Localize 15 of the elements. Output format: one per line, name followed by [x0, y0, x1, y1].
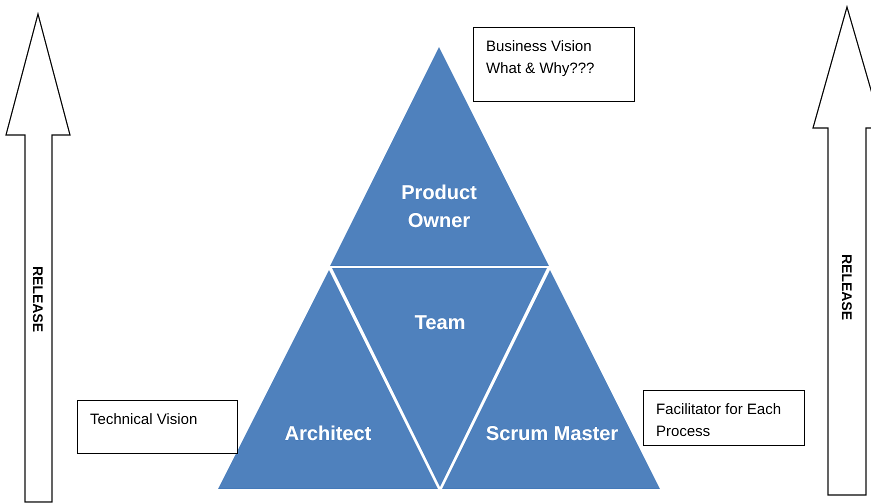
callout-text: Technical Vision	[90, 410, 198, 430]
callout-box	[643, 390, 805, 446]
role-label: Scrum Master	[484, 422, 620, 447]
role-label: Product Owner	[400, 181, 478, 234]
arrow-label: RELEASE	[839, 254, 856, 320]
callout-text: What & Why???	[486, 59, 596, 79]
hollow-arrow	[812, 7, 871, 495]
role-label: Team	[414, 311, 466, 336]
callout-box	[77, 400, 238, 454]
callout-text: Facilitator for Each Process	[656, 400, 782, 442]
hollow-arrow	[5, 14, 70, 502]
callout-text: Business Vision	[486, 37, 593, 57]
role-label: Architect	[284, 422, 372, 447]
callout-box	[473, 27, 635, 102]
arrow-label: RELEASE	[30, 266, 46, 332]
